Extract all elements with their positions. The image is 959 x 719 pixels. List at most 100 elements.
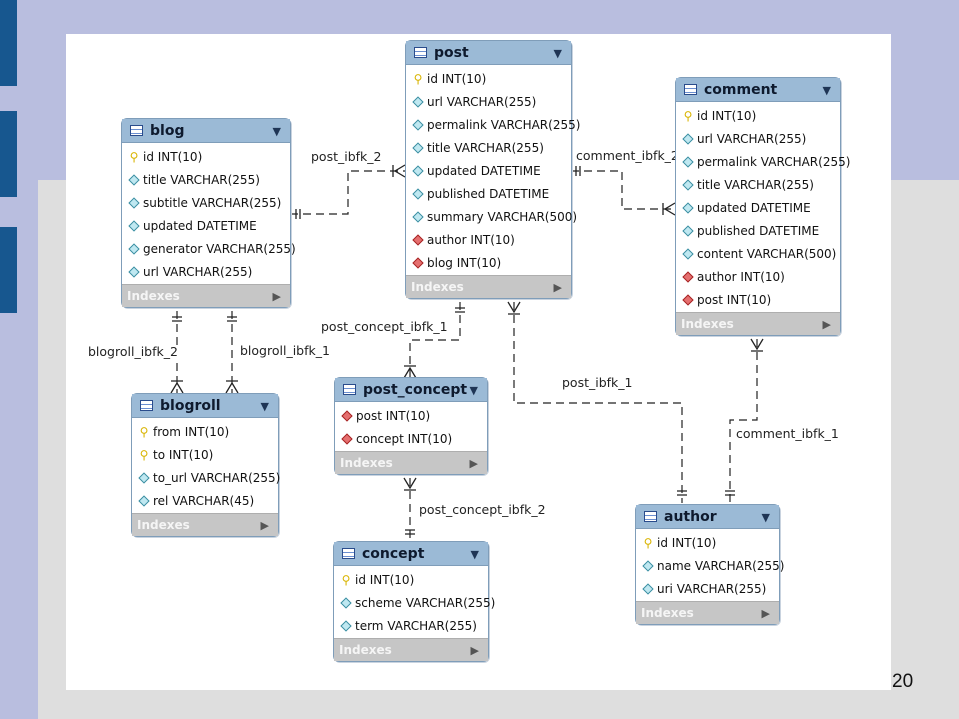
column-row[interactable]: author INT(10) <box>676 265 840 288</box>
column-row[interactable]: published DATETIME <box>676 219 840 242</box>
column-row[interactable]: subtitle VARCHAR(255) <box>122 191 290 214</box>
collapse-toggle-icon[interactable]: ▼ <box>470 548 479 561</box>
expand-indexes-icon[interactable]: ▶ <box>272 289 281 303</box>
attribute-icon <box>128 196 140 209</box>
table-name: blogroll <box>160 397 221 414</box>
collapse-toggle-icon[interactable]: ▼ <box>822 84 831 97</box>
indexes-section[interactable]: Indexes▶ <box>636 601 779 624</box>
indexes-label: Indexes <box>339 643 392 657</box>
column-row[interactable]: title VARCHAR(255) <box>122 168 290 191</box>
column-row[interactable]: updated DATETIME <box>122 214 290 237</box>
column-row[interactable]: url VARCHAR(255) <box>122 260 290 283</box>
column-row[interactable]: ⚲id INT(10) <box>122 145 290 168</box>
column-row[interactable]: published DATETIME <box>406 182 571 205</box>
primary-key-icon: ⚲ <box>413 71 423 86</box>
column-definition: updated DATETIME <box>697 200 811 215</box>
attribute-icon <box>128 173 140 186</box>
table-name: author <box>664 508 717 525</box>
column-row[interactable]: ⚲id INT(10) <box>676 104 840 127</box>
column-row[interactable]: content VARCHAR(500) <box>676 242 840 265</box>
collapse-toggle-icon[interactable]: ▼ <box>761 511 770 524</box>
column-definition: id INT(10) <box>697 108 757 123</box>
column-row[interactable]: url VARCHAR(255) <box>676 127 840 150</box>
attribute-icon <box>412 187 424 200</box>
column-definition: from INT(10) <box>153 424 230 439</box>
column-row[interactable]: rel VARCHAR(45) <box>132 489 278 512</box>
column-row[interactable]: author INT(10) <box>406 228 571 251</box>
column-row[interactable]: post INT(10) <box>676 288 840 311</box>
column-row[interactable]: updated DATETIME <box>406 159 571 182</box>
attribute-icon <box>682 224 694 237</box>
relationship-label-blogroll-ibfk-1: blogroll_ibfk_1 <box>238 343 332 358</box>
collapse-toggle-icon[interactable]: ▼ <box>553 47 562 60</box>
expand-indexes-icon[interactable]: ▶ <box>260 518 269 532</box>
primary-key-icon: ⚲ <box>139 447 149 462</box>
column-row[interactable]: title VARCHAR(255) <box>406 136 571 159</box>
column-definition: term VARCHAR(255) <box>355 618 477 633</box>
column-list: ⚲id INT(10)title VARCHAR(255)subtitle VA… <box>122 143 296 284</box>
side-decoration-block <box>0 0 17 86</box>
expand-indexes-icon[interactable]: ▶ <box>470 643 479 657</box>
expand-indexes-icon[interactable]: ▶ <box>822 317 831 331</box>
collapse-toggle-icon[interactable]: ▼ <box>469 384 478 397</box>
expand-indexes-icon[interactable]: ▶ <box>761 606 770 620</box>
column-row[interactable]: generator VARCHAR(255) <box>122 237 296 260</box>
column-row[interactable]: ⚲to INT(10) <box>132 443 278 466</box>
column-definition: id INT(10) <box>427 71 487 86</box>
column-definition: concept INT(10) <box>356 431 453 446</box>
relationship-label-post-ibfk-2: post_ibfk_2 <box>309 149 384 164</box>
column-row[interactable]: summary VARCHAR(500) <box>406 205 577 228</box>
column-row[interactable]: post INT(10) <box>335 404 487 427</box>
collapse-toggle-icon[interactable]: ▼ <box>272 125 281 138</box>
table-blog[interactable]: blog▼⚲id INT(10)title VARCHAR(255)subtit… <box>121 118 296 308</box>
primary-key-icon: ⚲ <box>139 424 149 439</box>
column-row[interactable]: uri VARCHAR(255) <box>636 577 779 600</box>
table-post[interactable]: post▼ ⚲ id INT(10) url VARCHAR(255)permalin… <box>405 40 580 299</box>
relationship-label-post-concept-ibfk-1: post_concept_ibfk_1 <box>319 319 450 334</box>
indexes-section[interactable]: Indexes▶ <box>122 284 290 307</box>
column-definition: to_url VARCHAR(255) <box>153 470 281 485</box>
column-row[interactable]: concept INT(10) <box>335 427 487 450</box>
column-row[interactable]: ⚲id INT(10) <box>636 531 779 554</box>
table-header[interactable]: post▼ <box>406 41 571 65</box>
column-row[interactable]: blog INT(10) <box>406 251 571 274</box>
indexes-section[interactable]: Indexes▶ <box>676 312 840 335</box>
table-blogroll[interactable]: blogroll ▼ ⚲ from INT(10) ⚲to INT(10) to_url … <box>131 393 281 537</box>
column-row[interactable]: ⚲id INT(10) <box>334 568 488 591</box>
attribute-icon <box>340 596 352 609</box>
column-row[interactable]: ⚲ id INT(10) <box>406 67 571 90</box>
table-header[interactable]: author ▼ <box>636 505 779 529</box>
expand-indexes-icon[interactable]: ▶ <box>553 280 562 294</box>
table-name: comment <box>704 81 778 98</box>
table-header[interactable]: blog▼ <box>122 119 290 143</box>
column-row[interactable]: ⚲ from INT(10) <box>132 420 278 443</box>
column-row[interactable]: url VARCHAR(255) <box>406 90 571 113</box>
table-header[interactable]: concept▼ <box>334 542 488 566</box>
table-header[interactable]: comment ▼ <box>676 78 840 102</box>
table-post-concept[interactable]: post_concept▼post INT(10) concept INT(10)… <box>334 377 488 475</box>
column-row[interactable]: to_url VARCHAR(255) <box>132 466 281 489</box>
attribute-icon <box>682 247 694 260</box>
column-row[interactable]: term VARCHAR(255) <box>334 614 488 637</box>
indexes-section[interactable]: Indexes▶ <box>406 275 571 298</box>
column-row[interactable]: scheme VARCHAR(255) <box>334 591 495 614</box>
table-header[interactable]: post_concept▼ <box>335 378 487 402</box>
column-row[interactable]: title VARCHAR(255) <box>676 173 840 196</box>
column-definition: updated DATETIME <box>427 163 541 178</box>
indexes-section[interactable]: Indexes▶ <box>335 451 487 474</box>
collapse-toggle-icon[interactable]: ▼ <box>260 400 269 413</box>
table-comment[interactable]: comment ▼ ⚲id INT(10)url VARCHAR(255)perma… <box>675 77 850 336</box>
column-row[interactable]: updated DATETIME <box>676 196 840 219</box>
column-row[interactable]: name VARCHAR(255) <box>636 554 784 577</box>
column-row[interactable]: permalink VARCHAR(255) <box>406 113 580 136</box>
expand-indexes-icon[interactable]: ▶ <box>469 456 478 470</box>
table-author[interactable]: author ▼ ⚲id INT(10)name VARCHAR(255)uri V… <box>635 504 784 625</box>
column-definition: title VARCHAR(255) <box>427 140 544 155</box>
column-definition: post INT(10) <box>356 408 431 423</box>
table-concept[interactable]: concept▼⚲id INT(10)scheme VARCHAR(255) te… <box>333 541 495 662</box>
table-header[interactable]: blogroll ▼ <box>132 394 278 418</box>
column-row[interactable]: permalink VARCHAR(255) <box>676 150 850 173</box>
column-definition: blog INT(10) <box>427 255 502 270</box>
indexes-section[interactable]: Indexes▶ <box>132 513 278 536</box>
indexes-section[interactable]: Indexes ▶ <box>334 638 488 661</box>
